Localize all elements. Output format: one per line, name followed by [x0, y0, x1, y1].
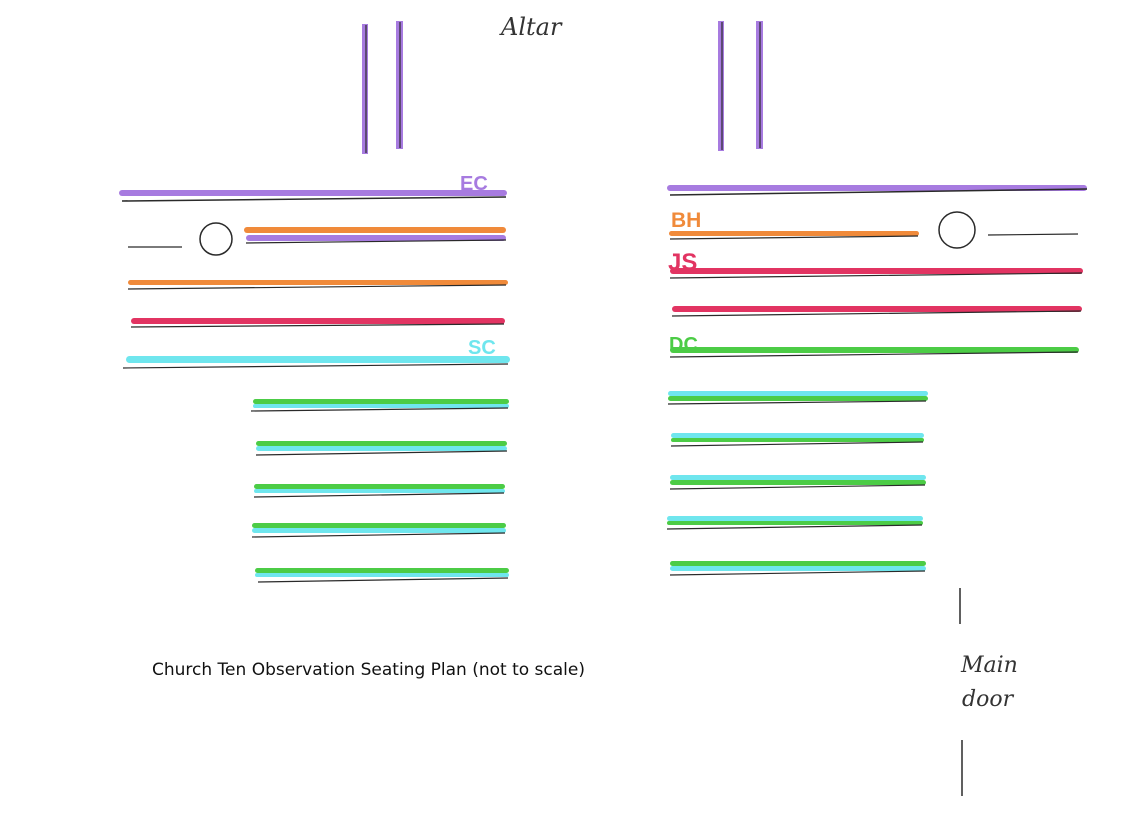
caption: Church Ten Observation Seating Plan (not…: [152, 660, 585, 680]
pew-line: [667, 400, 927, 405]
initials-dc: DC: [669, 334, 698, 356]
pew-highlight-cyan: [670, 566, 926, 571]
pew-row: [669, 561, 926, 576]
pew-highlight-purple: [667, 185, 1087, 191]
pew-line: [245, 239, 507, 244]
pew-highlight-red: [672, 306, 1082, 312]
altar-rails-right: [718, 21, 763, 151]
pew-highlight-cyan: [255, 573, 509, 577]
pew-row: [669, 475, 926, 490]
pew-row: [128, 222, 507, 256]
pew-line-stub: [987, 233, 1079, 236]
pew-line: [669, 235, 919, 240]
initials-js: JS: [668, 249, 697, 276]
altar-rails-left: [362, 21, 403, 154]
pew-row: [255, 568, 509, 583]
pew-highlight-orange: [669, 231, 919, 236]
pew-line: [122, 363, 509, 369]
pew-highlight-red: [131, 318, 505, 324]
pew-highlight-green: [670, 480, 926, 485]
pew-line: [669, 351, 1079, 358]
pew-highlight-cyan: [670, 475, 926, 480]
pew-row: [250, 399, 509, 412]
pew-row: [669, 211, 1079, 249]
pew-highlight-purple: [119, 190, 507, 196]
pew-row: [671, 306, 1082, 317]
pew-row: [127, 280, 508, 290]
pillar-icon: [199, 222, 233, 256]
pew-highlight-green: [668, 396, 928, 401]
altar-label: Altar: [499, 13, 563, 41]
pew-line: [666, 524, 923, 530]
pew-highlight-green: [670, 347, 1079, 353]
pew-line: [670, 441, 924, 447]
left-section: EC SC: [119, 173, 510, 583]
initials-ec: EC: [460, 173, 488, 195]
pew-row: [130, 318, 505, 328]
pew-highlight-cyan: [126, 356, 510, 363]
pew-row: [253, 484, 505, 498]
pew-row: [122, 356, 510, 369]
pew-row: [669, 268, 1083, 279]
pew-highlight-cyan: [254, 489, 505, 493]
pew-row: [669, 347, 1079, 358]
initials-bh: BH: [671, 209, 701, 232]
pew-line: [669, 484, 926, 490]
pew-row: [666, 516, 923, 530]
pew-highlight-green: [256, 441, 507, 446]
pew-highlight-green: [253, 399, 509, 404]
pew-highlight-green: [252, 523, 506, 528]
pew-row: [119, 190, 507, 202]
pew-highlight-cyan: [667, 516, 923, 521]
pew-line: [121, 196, 507, 202]
altar-rail: [718, 21, 724, 151]
pew-highlight-orange: [128, 280, 508, 285]
pew-row: [251, 523, 506, 538]
pew-highlight-cyan: [671, 433, 924, 438]
pew-line: [669, 272, 1083, 279]
pew-line: [255, 450, 508, 456]
pew-highlight-green: [254, 484, 505, 489]
pew-row: [667, 185, 1088, 196]
pew-line: [251, 532, 506, 538]
right-section: BH JS DC: [666, 185, 1088, 576]
pew-line: [669, 188, 1088, 196]
pew-line: [130, 323, 505, 328]
pew-line: [671, 310, 1082, 317]
initials-sc: SC: [468, 337, 496, 359]
altar-rail: [362, 24, 368, 154]
pew-row: [255, 441, 508, 456]
pew-highlight-cyan: [256, 446, 507, 451]
pew-highlight-cyan: [252, 528, 506, 533]
pew-line: [253, 492, 505, 498]
pillar-icon: [938, 211, 976, 249]
pew-highlight-green: [667, 521, 923, 525]
pew-line: [669, 570, 926, 576]
main-door: Main door: [959, 588, 1018, 796]
pew-line: [257, 577, 509, 583]
pew-highlight-green: [671, 438, 924, 442]
pew-highlight-purple: [246, 235, 506, 241]
main-door-label-line2: door: [962, 687, 1015, 712]
main-door-label-line1: Main: [960, 653, 1018, 678]
pew-highlight-cyan: [668, 391, 928, 396]
pew-line: [127, 284, 507, 290]
pew-row: [667, 391, 928, 405]
pew-highlight-orange: [244, 227, 506, 233]
pew-highlight-red: [670, 268, 1083, 274]
pew-row: [670, 433, 924, 447]
pew-highlight-green: [670, 561, 926, 566]
pew-highlight-green: [255, 568, 509, 573]
pew-highlight-cyan: [253, 404, 509, 408]
pew-line: [250, 407, 509, 412]
